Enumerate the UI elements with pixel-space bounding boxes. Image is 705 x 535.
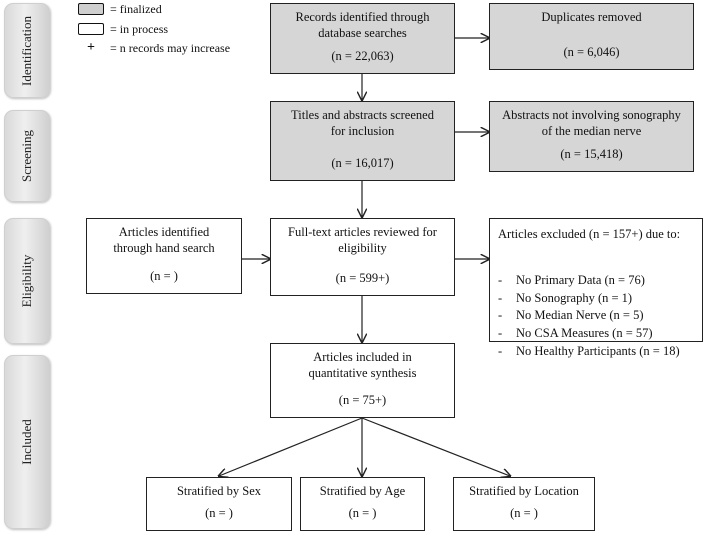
box-records-identified: Records identified through database sear…	[270, 3, 455, 74]
stratified-location-n: (n = )	[510, 506, 538, 521]
stratified-location-text: Stratified by Location	[469, 484, 579, 498]
stratified-sex-n: (n = )	[205, 506, 233, 521]
phase-eligibility: Eligibility	[4, 218, 50, 344]
box-titles-screened: Titles and abstracts screened for inclus…	[270, 101, 455, 181]
plus-symbol: +	[87, 40, 95, 55]
phase-identification-label: Identification	[19, 15, 34, 86]
duplicates-removed-text: Duplicates removed	[541, 10, 642, 24]
hand-search-text: Articles identified through hand search	[113, 225, 215, 255]
phase-identification: Identification	[4, 3, 50, 98]
titles-screened-n: (n = 16,017)	[331, 156, 394, 171]
included-synthesis-n: (n = 75+)	[338, 393, 387, 408]
phase-included: Included	[4, 355, 50, 529]
list-item: -No Median Nerve (n = 5)	[498, 308, 644, 323]
duplicates-removed-n: (n = 6,046)	[563, 45, 620, 60]
arrow-included-to-location	[361, 417, 510, 476]
phase-screening-label: Screening	[19, 130, 34, 182]
articles-excluded-text: Articles excluded (n = 157+) due to:	[498, 227, 681, 241]
stratified-age-text: Stratified by Age	[319, 484, 406, 498]
box-hand-search: Articles identified through hand search …	[86, 218, 242, 294]
legend-finalized: = finalized	[78, 1, 162, 17]
phase-eligibility-label: Eligibility	[19, 254, 34, 308]
box-articles-excluded: Articles excluded (n = 157+) due to: -No…	[489, 218, 703, 358]
box-stratified-age: Stratified by Age (n = )	[300, 477, 425, 531]
box-abstracts-excluded: Abstracts not involving sonography of th…	[489, 101, 694, 172]
abstracts-excluded-n: (n = 15,418)	[560, 147, 623, 162]
box-duplicates-removed: Duplicates removed (n = 6,046)	[489, 3, 694, 70]
records-identified-text: Records identified through database sear…	[295, 10, 430, 40]
stratified-age-n: (n = )	[348, 506, 377, 521]
exclusion-reasons-list: -No Primary Data (n = 76) -No Sonography…	[498, 273, 680, 361]
box-stratified-sex: Stratified by Sex (n = )	[146, 477, 292, 531]
abstracts-excluded-text: Abstracts not involving sonography of th…	[502, 108, 681, 138]
phase-included-label: Included	[19, 419, 34, 465]
hand-search-n: (n = )	[150, 269, 178, 284]
titles-screened-text: Titles and abstracts screened for inclus…	[291, 108, 434, 138]
list-item: -No Primary Data (n = 76)	[498, 273, 645, 287]
finalized-swatch	[78, 3, 104, 16]
list-item: -No Healthy Participants (n = 18)	[498, 343, 680, 358]
list-item: -No CSA Measures (n = 57)	[498, 325, 653, 340]
box-stratified-location: Stratified by Location (n = )	[453, 477, 595, 531]
legend-increase: + = n records may increase	[78, 40, 230, 56]
included-synthesis-text: Articles included in quantitative synthe…	[308, 350, 417, 380]
legend-finalized-label: = finalized	[110, 1, 162, 16]
list-item: -No Sonography (n = 1)	[498, 290, 633, 305]
box-fulltext-reviewed: Full-text articles reviewed for eligibil…	[270, 218, 455, 296]
legend-increase-label: = n records may increase	[110, 40, 231, 55]
fulltext-reviewed-n: (n = 599+)	[335, 271, 390, 286]
fulltext-reviewed-text: Full-text articles reviewed for eligibil…	[288, 225, 437, 255]
legend-in-process-label: = in process	[110, 21, 169, 36]
box-included-synthesis: Articles included in quantitative synthe…	[270, 343, 455, 418]
in-process-swatch	[78, 23, 104, 36]
stratified-sex-text: Stratified by Sex	[176, 484, 261, 498]
arrow-included-to-sex	[219, 417, 363, 476]
legend-in-process: = in process	[78, 21, 168, 37]
records-identified-n: (n = 22,063)	[331, 49, 394, 64]
phase-screening: Screening	[4, 110, 50, 202]
